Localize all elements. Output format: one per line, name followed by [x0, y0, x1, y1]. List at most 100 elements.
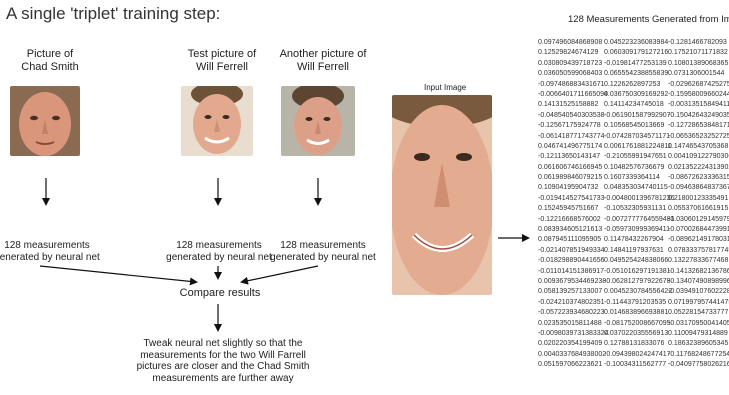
measurement-value: 0.030809439718723	[538, 59, 608, 69]
face-1-label-line2: Chad Smith	[0, 61, 102, 74]
face-3-label-line1: Another picture of	[268, 48, 378, 61]
measurement-value: -0.011014151386917	[538, 267, 608, 277]
measurement-value: -0.01981477253139	[604, 59, 674, 69]
measurement-value: -0.0031351584941149	[668, 100, 729, 110]
measurements-column-3: -0.12814667820930.175210711718320.108013…	[668, 38, 729, 371]
measurement-value: 0.11478432267904	[604, 235, 674, 245]
measurement-value: 0.11009479314889	[668, 329, 729, 339]
face-2-label: Test picture of Will Ferrell	[170, 48, 274, 74]
tweak-line-1: Tweak neural net slightly so that the	[118, 338, 328, 350]
measurement-value: 0.049525424838066	[604, 256, 674, 266]
measurement-value: 0.061989846079215	[538, 173, 608, 183]
measurement-value: -0.059730999369411	[604, 225, 674, 235]
measurement-value: 0.0040337684938002	[538, 350, 608, 360]
measurement-value: -0.070026844739914	[668, 225, 729, 235]
will-ferrell-another-photo	[281, 86, 355, 156]
diagram-title: A single 'triplet' training step:	[6, 4, 220, 24]
face-2-measure-line1: 128 measurements	[165, 240, 273, 252]
face-3-measurements: 128 measurements generated by neural net	[266, 240, 380, 264]
measurement-value: 0.037022035556913	[604, 329, 674, 339]
measurements-column-1: 0.0974960848689080.125298246741290.03080…	[538, 38, 608, 371]
measurement-value: -0.0048001396781236	[604, 194, 674, 204]
measurement-value: 0.083934605121613	[538, 225, 608, 235]
tweak-line-2: measurements for the two Will Farrell	[118, 350, 328, 362]
measurement-value: -0.018298890441656	[538, 256, 608, 266]
chad-smith-photo	[10, 86, 80, 156]
measurement-value: 0.045223236083984	[604, 38, 674, 48]
measurement-value: 0.14841197937631	[604, 246, 674, 256]
measurement-value: -0.019414527541733	[538, 194, 608, 204]
measurement-value: 0.048353034740115	[604, 183, 674, 193]
measurement-value: -0.0098039731383324	[538, 329, 608, 339]
face-2-measurements: 128 measurements generated by neural net	[165, 240, 273, 264]
measurement-value: -0.086726233363152	[668, 173, 729, 183]
measurement-value: -0.12216668576002	[538, 215, 608, 225]
measurement-value: 0.036050599068403	[538, 69, 608, 79]
face-1-label: Picture of Chad Smith	[0, 48, 102, 74]
measurement-value: -0.10532305931131	[604, 204, 674, 214]
compare-results-label: Compare results	[160, 287, 280, 299]
measurement-value: -0.061901587992907	[604, 111, 674, 121]
measurement-value: 0.1607339364114	[604, 173, 674, 183]
measurement-value: -0.13407490898996	[668, 277, 729, 287]
measurement-value: 0.1226262897253	[604, 80, 674, 90]
measurement-value: 0.10801389068365	[668, 59, 729, 69]
measurement-value: 0.10904195904732	[538, 183, 608, 193]
input-image-photo	[392, 95, 492, 295]
measurement-value: -0.04097758026216	[668, 360, 729, 370]
measurement-value: -0.11768248677254	[668, 350, 729, 360]
face-3-label-line2: Will Ferrell	[268, 61, 378, 74]
measurement-value: -0.031709500414058	[668, 319, 729, 329]
face-1-measure-line2: generated by neural net	[0, 252, 106, 264]
measurement-value: 0.0061761881224811	[604, 142, 674, 152]
arrow-face-1-to-compare	[40, 266, 196, 282]
measurement-value: 0.020220354199409	[538, 339, 608, 349]
measurement-value: -0.057223934680223	[538, 308, 608, 318]
measurement-value: -0.12728653848171	[668, 121, 729, 131]
measurement-value: -0.0066401711665094	[538, 90, 608, 100]
measurement-value: 0.13227833677468	[668, 256, 729, 266]
measurement-value: -0.14132682136786	[668, 267, 729, 277]
measurement-value: -0.11443791203535	[604, 298, 674, 308]
measurement-value: 0.0093679534469238	[538, 277, 608, 287]
face-1-measurements: 128 measurements generated by neural net	[0, 240, 106, 264]
measurement-value: 0.0045230784556422	[604, 287, 674, 297]
measurement-value: 0.060309179127216	[604, 48, 674, 58]
measurement-value: 0.087945111095905	[538, 235, 608, 245]
measurement-value: 0.051597066223621	[538, 360, 608, 370]
measurement-value: 0.14131525158882	[538, 100, 608, 110]
tweak-line-4: measurements are further away	[118, 373, 328, 385]
measurement-value: 0.12788131833076	[604, 339, 674, 349]
tweak-instruction: Tweak neural net slightly so that the me…	[118, 338, 328, 384]
face-2-label-line1: Test picture of	[170, 48, 274, 61]
measurement-value: -0.061418771743774	[538, 132, 608, 142]
face-2-label-line2: Will Ferrell	[170, 61, 274, 74]
measurement-value: 0.071997957441475	[668, 298, 729, 308]
measurement-value: 0.05537061661915	[668, 204, 729, 214]
measurement-value: -0.21055991947651	[604, 152, 674, 162]
face-3-measure-line1: 128 measurements	[266, 240, 380, 252]
measurement-value: 0.0731306001544	[668, 69, 729, 79]
measurement-value: 0.014683896693881	[604, 308, 674, 318]
measurement-value: -0.024210374802351	[538, 298, 608, 308]
measurement-value: -0.1281466782093	[668, 38, 729, 48]
measurement-value: 0.023535015811488	[538, 319, 608, 329]
measurement-value: 0.021352224313902	[668, 163, 729, 173]
measurement-value: 0.17521071171832	[668, 48, 729, 58]
measurement-value: -0.15958009660244	[668, 90, 729, 100]
measurement-value: -0.065365232527256	[668, 132, 729, 142]
measurement-value: 0.065554238855839	[604, 69, 674, 79]
measurement-value: 0.058139257133007	[538, 287, 608, 297]
measurement-value: 0.14746543705368	[668, 142, 729, 152]
measurement-value: -0.030601291459799	[668, 215, 729, 225]
measurement-value: -0.12567175924778	[538, 121, 608, 131]
measurement-value: -0.094638648373678	[668, 183, 729, 193]
measurement-value: 0.061606746166945	[538, 163, 608, 173]
measurement-value: -0.089621491780313	[668, 235, 729, 245]
measurement-value: -0.097486883431671	[538, 80, 608, 90]
face-3-label: Another picture of Will Ferrell	[268, 48, 378, 74]
measurement-value: 0.078333757817745	[668, 246, 729, 256]
input-image-label: Input Image	[424, 83, 466, 92]
measurement-value: 0.036750309169292	[604, 90, 674, 100]
measurement-value: -0.062812797922678	[604, 277, 674, 287]
